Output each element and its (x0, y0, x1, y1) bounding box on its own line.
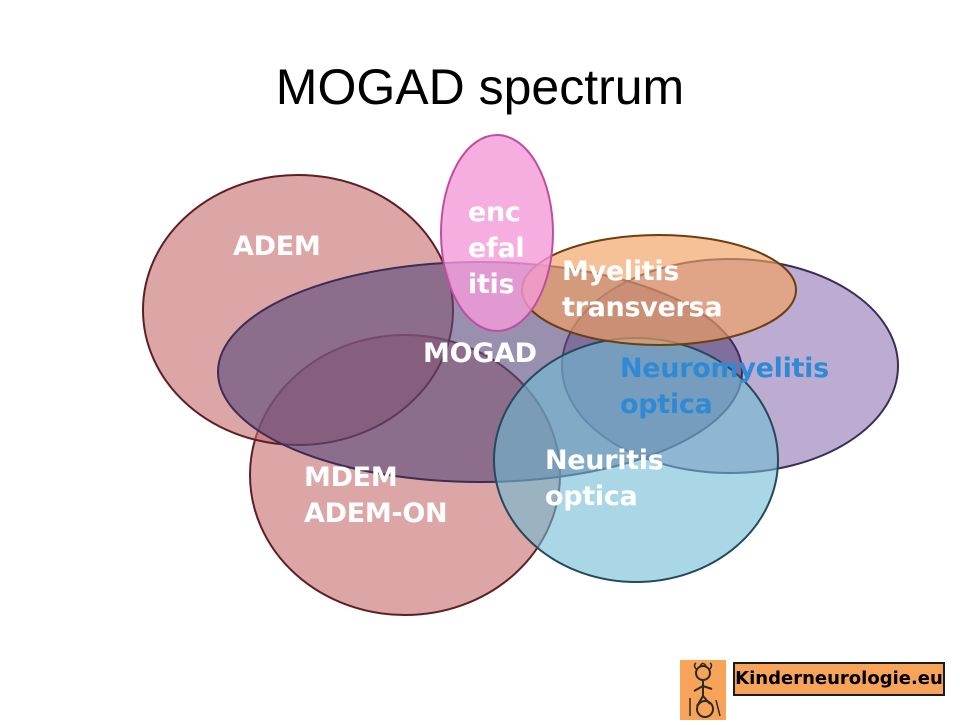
nmo-label: Neuromyelitis optica (620, 353, 829, 420)
encefalitis-ellipse (440, 134, 554, 332)
page-title: MOGAD spectrum (275, 59, 685, 115)
site-logo[interactable]: Kinderneurologie.eu (680, 660, 945, 720)
mdem-label: MDEM ADEM-ON (304, 462, 448, 529)
child-wheelchair-icon (680, 660, 726, 720)
site-logo-text[interactable]: Kinderneurologie.eu (733, 662, 945, 696)
neuritis-label: Neuritis optica (545, 445, 664, 512)
mogad-label: MOGAD (423, 338, 537, 369)
encefalitis-label: enc efal itis (468, 197, 525, 300)
adem-label: ADEM (233, 231, 321, 262)
myelitis-label: Myelitis transversa (562, 256, 723, 323)
